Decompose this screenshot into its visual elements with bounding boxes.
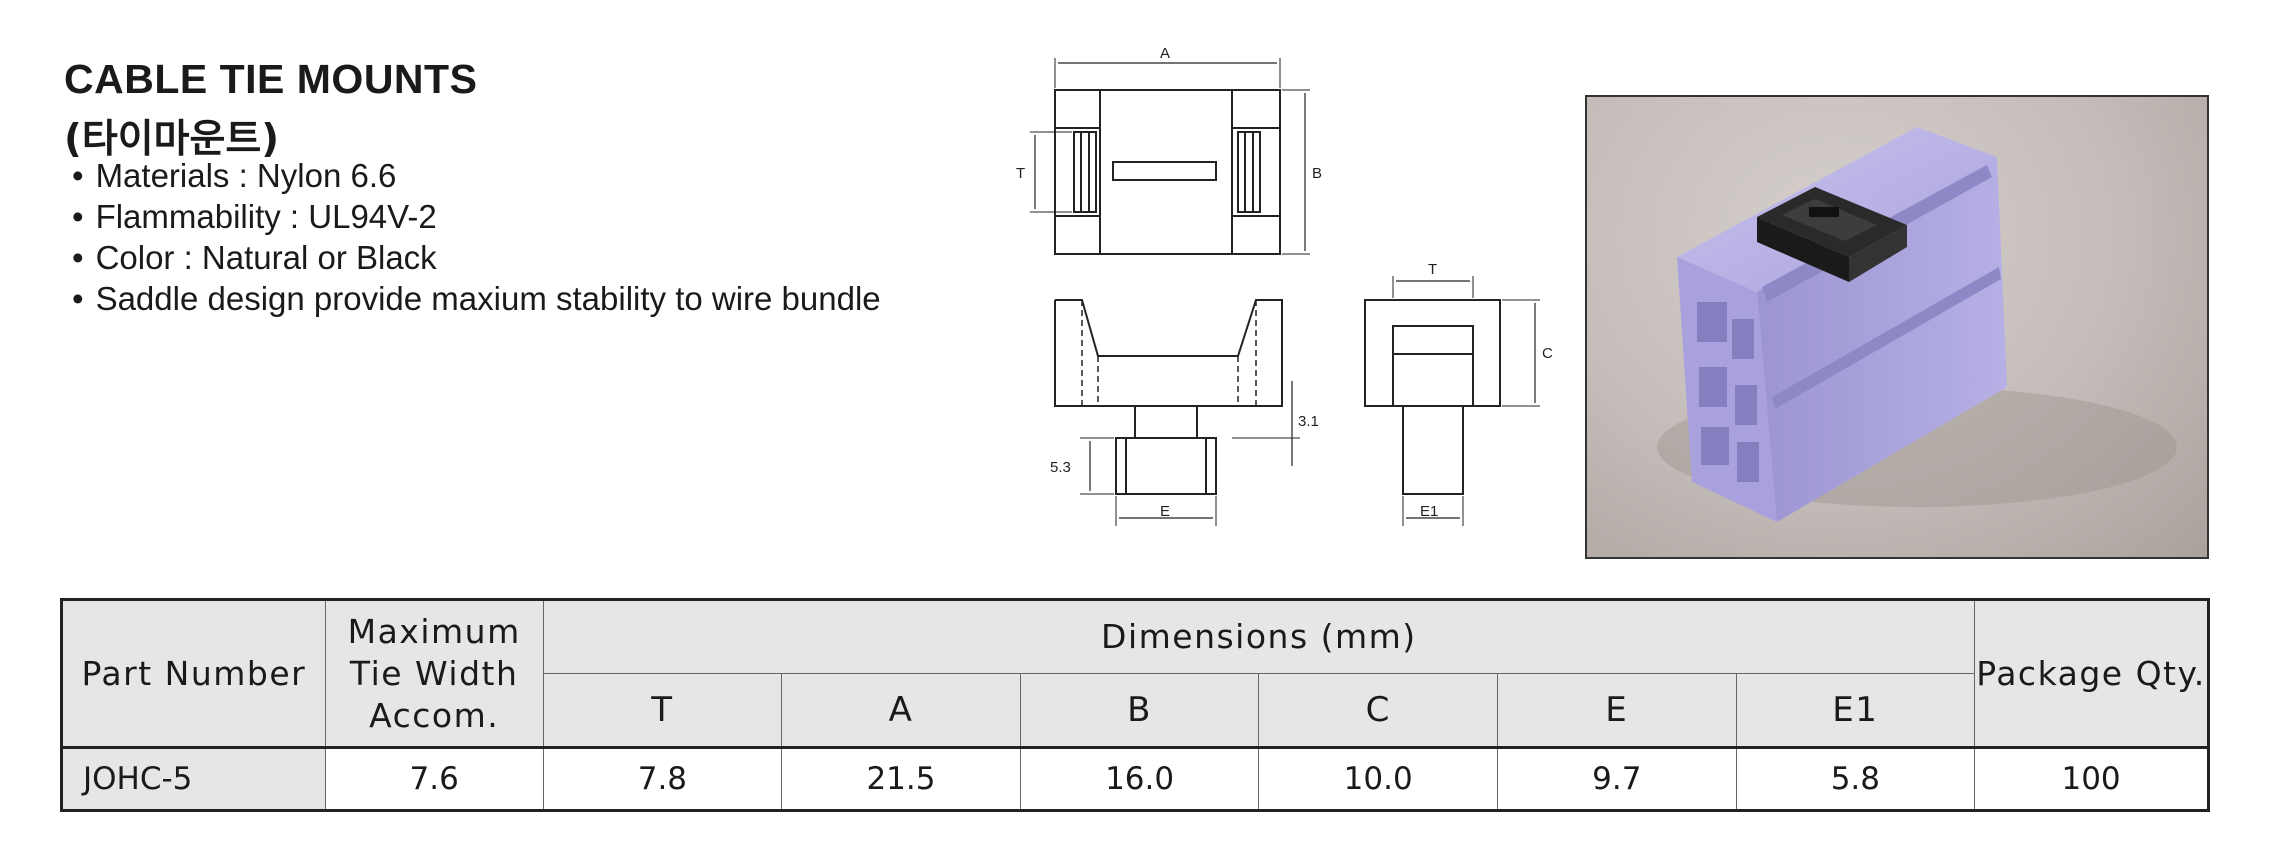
front-view [1054, 299, 1300, 526]
feature-item-flammability: Flammability : UL94V-2 [72, 196, 881, 237]
dim-label-a: A [1160, 45, 1170, 62]
cell-part: JOHC-5 [61, 747, 326, 811]
header-part-number: Part Number [61, 599, 326, 749]
header-col-b: B [1019, 673, 1260, 749]
technical-drawing: A B T 3.1 5.3 E [1016, 45, 1553, 526]
dim-label-3-1: 3.1 [1298, 413, 1319, 430]
header-col-a: A [781, 673, 1021, 749]
table-row: JOHC-5 7.6 7.8 21.5 16.0 10.0 9.7 5.8 10… [61, 747, 2209, 811]
feature-list: Materials : Nylon 6.6 Flammability : UL9… [72, 155, 881, 319]
top-view [1030, 58, 1310, 255]
dim-label-c: C [1542, 345, 1553, 362]
spec-table: Part Number Maximum Tie Width Accom. Dim… [60, 598, 2210, 812]
dim-label-e: E [1160, 503, 1170, 520]
cell-e: 9.7 [1497, 747, 1737, 811]
cell-c: 10.0 [1258, 747, 1498, 811]
side-view [1364, 276, 1540, 526]
cell-qty: 100 [1974, 747, 2209, 811]
cell-b: 16.0 [1019, 747, 1260, 811]
header-dimensions: Dimensions (mm) [542, 599, 1976, 674]
header-package-qty: Package Qty. [1974, 599, 2209, 749]
header-col-t: T [542, 673, 783, 749]
header-max-tie-width: Maximum Tie Width Accom. [324, 599, 544, 749]
dim-label-e1: E1 [1420, 503, 1438, 520]
cell-e1: 5.8 [1735, 747, 1976, 811]
dim-label-b: B [1312, 165, 1322, 182]
product-photo [1585, 95, 2209, 559]
feature-item-design: Saddle design provide maxium stability t… [72, 278, 881, 319]
cell-t: 7.8 [542, 747, 783, 811]
cell-a: 21.5 [781, 747, 1021, 811]
product-title: CABLE TIE MOUNTS [64, 56, 478, 102]
dim-label-t-side: T [1428, 261, 1437, 278]
feature-item-color: Color : Natural or Black [72, 237, 881, 278]
tie-mount-object [1757, 187, 1907, 282]
cell-width: 7.6 [324, 747, 544, 811]
header-col-e: E [1497, 673, 1737, 749]
header-col-e1: E1 [1735, 673, 1976, 749]
dim-label-5-3: 5.3 [1050, 459, 1071, 476]
feature-item-materials: Materials : Nylon 6.6 [72, 155, 881, 196]
dim-label-t: T [1016, 165, 1025, 182]
header-col-c: C [1258, 673, 1498, 749]
